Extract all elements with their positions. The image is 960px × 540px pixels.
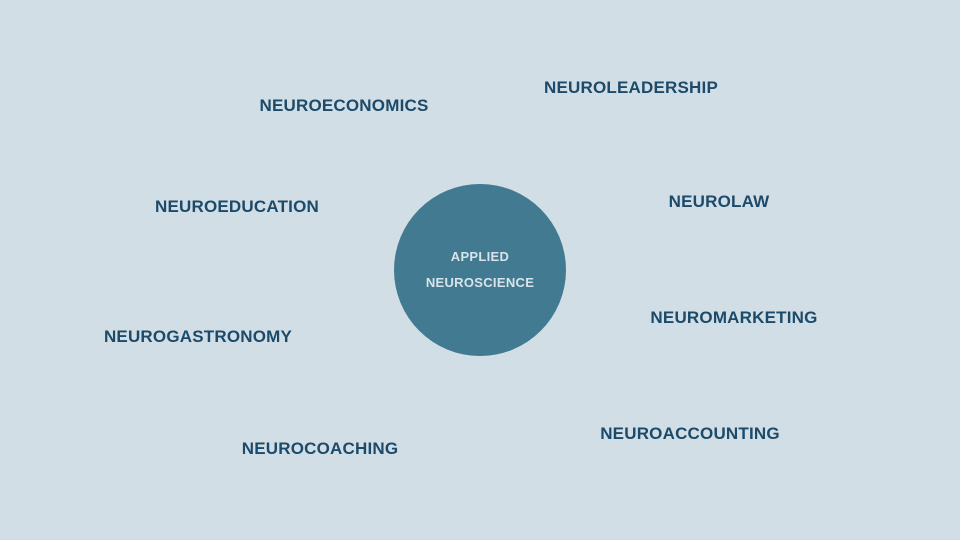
center-label-line1: APPLIED [450,249,510,264]
field-neurogastronomy: NEUROGASTRONOMY [103,327,293,346]
field-neuroaccounting: NEUROACCOUNTING [600,424,780,443]
center-label-line2: NEUROSCIENCE [425,275,535,290]
field-neurolaw: NEUROLAW [668,192,770,211]
field-neuroeconomics: NEUROECONOMICS [259,96,429,115]
field-neuromarketing: NEUROMARKETING [650,308,818,327]
center-circle: APPLIED NEUROSCIENCE [394,184,566,356]
field-neuroleadership: NEUROLEADERSHIP [544,78,718,97]
field-neurocoaching: NEUROCOACHING [241,439,399,458]
field-neuroeducation: NEUROEDUCATION [155,197,319,216]
